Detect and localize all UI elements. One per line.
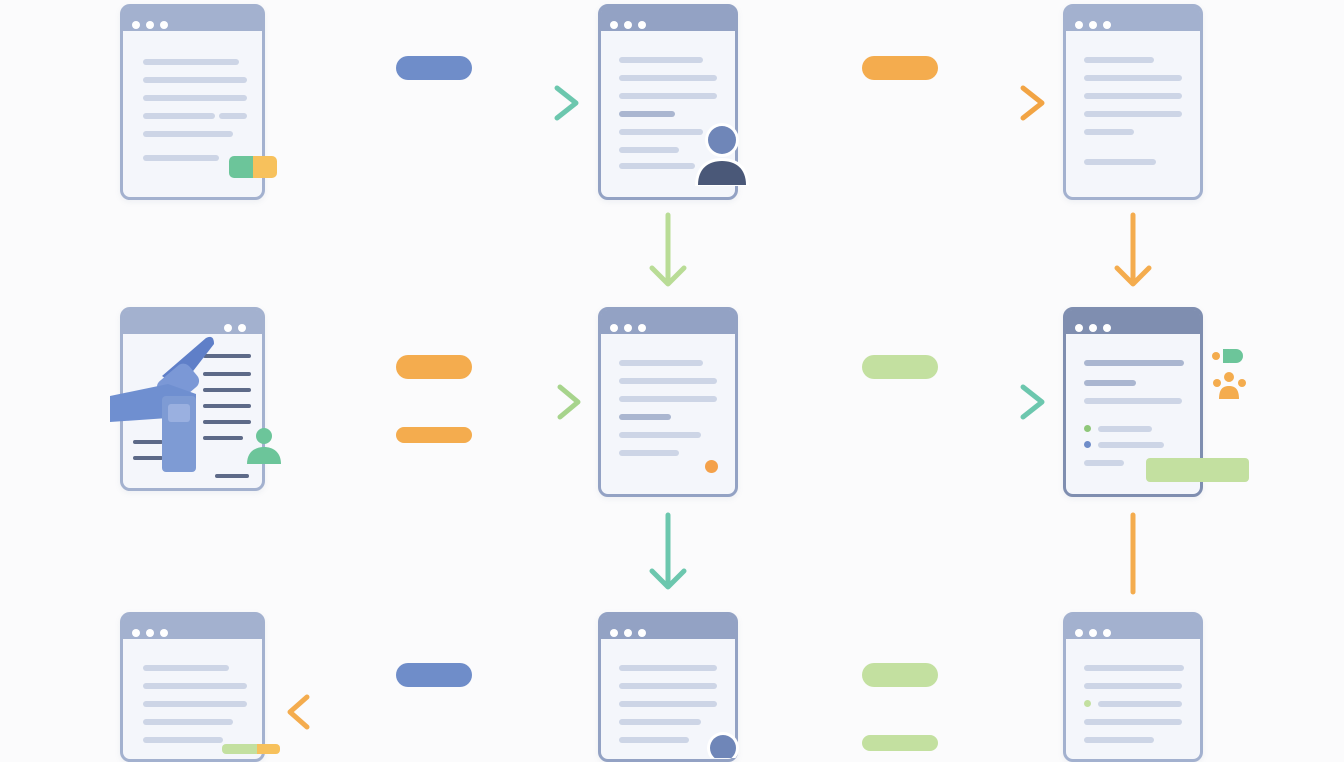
arrow-r1c2-r2c2 bbox=[649, 212, 687, 287]
browser-window-r1c1 bbox=[120, 4, 265, 200]
arrow-r2c1-r2c2 bbox=[282, 384, 581, 420]
browser-window-r2c2 bbox=[598, 307, 738, 497]
hand-pointer-icon bbox=[110, 336, 214, 472]
browser-window-r1c3 bbox=[1063, 4, 1203, 200]
browser-window-r3c1 bbox=[120, 612, 265, 762]
arrow-r2c2-r3c2 bbox=[649, 512, 687, 590]
team-icon bbox=[1212, 349, 1246, 399]
browser-window-r3c3 bbox=[1063, 612, 1203, 762]
list-bullet bbox=[1084, 441, 1091, 448]
edge-tag-orange bbox=[862, 56, 938, 80]
arrow-r2c2-r2c3 bbox=[753, 384, 1045, 420]
edge-tag-orange bbox=[396, 355, 472, 379]
status-dot bbox=[705, 460, 718, 473]
edge-tag-green bbox=[862, 355, 938, 379]
edge-tag-blue bbox=[396, 663, 472, 687]
list-bullet bbox=[1084, 700, 1091, 707]
arrow-r3c2-r3c1 bbox=[287, 694, 581, 730]
arrow-r1c1-r1c2 bbox=[282, 85, 579, 121]
arrow-r1c2-r1c3 bbox=[753, 85, 1045, 121]
edge-tag-orange-small bbox=[396, 427, 472, 443]
edge-tag-green-small bbox=[862, 735, 938, 751]
edge-tag-green bbox=[862, 663, 938, 687]
user-avatar-icon bbox=[247, 428, 281, 464]
edge-tag-blue bbox=[396, 56, 472, 80]
user-avatar-icon bbox=[707, 732, 739, 758]
status-tag-icon bbox=[222, 744, 280, 754]
user-avatar-icon bbox=[695, 123, 749, 186]
status-tag-icon bbox=[229, 156, 277, 178]
list-bullet bbox=[1084, 425, 1091, 432]
arrow-r1c3-r2c3 bbox=[1114, 212, 1152, 287]
status-tag-green bbox=[1146, 458, 1249, 482]
